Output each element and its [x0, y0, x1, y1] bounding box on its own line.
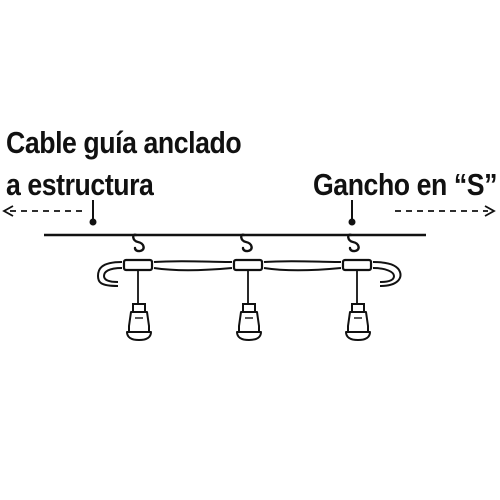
s-hook-icon — [240, 233, 253, 253]
pendant-bulb-icon — [236, 303, 262, 341]
guide-cable-label-line1: Cable guía anclado — [6, 125, 242, 160]
light-unit-3 — [341, 233, 373, 341]
pendant-bulb-icon — [345, 303, 371, 341]
s-hook-leader — [348, 200, 356, 226]
s-hook-icon — [347, 233, 360, 253]
guide-cable-leader — [89, 200, 97, 226]
pendant-bulb-icon — [126, 303, 152, 341]
light-unit-1 — [122, 233, 154, 341]
socket-connector — [232, 258, 264, 272]
guide-cable-label-line2: a estructura — [6, 167, 154, 202]
dashed-right-arrow-icon — [395, 205, 496, 217]
socket-connector — [122, 258, 154, 272]
s-hook-icon — [132, 233, 145, 253]
socket-connector — [341, 258, 373, 272]
light-string-wire — [96, 260, 402, 287]
dashed-left-arrow-icon — [2, 205, 84, 217]
light-unit-2 — [232, 233, 264, 341]
s-hook-label: Gancho en “S” — [313, 167, 498, 202]
